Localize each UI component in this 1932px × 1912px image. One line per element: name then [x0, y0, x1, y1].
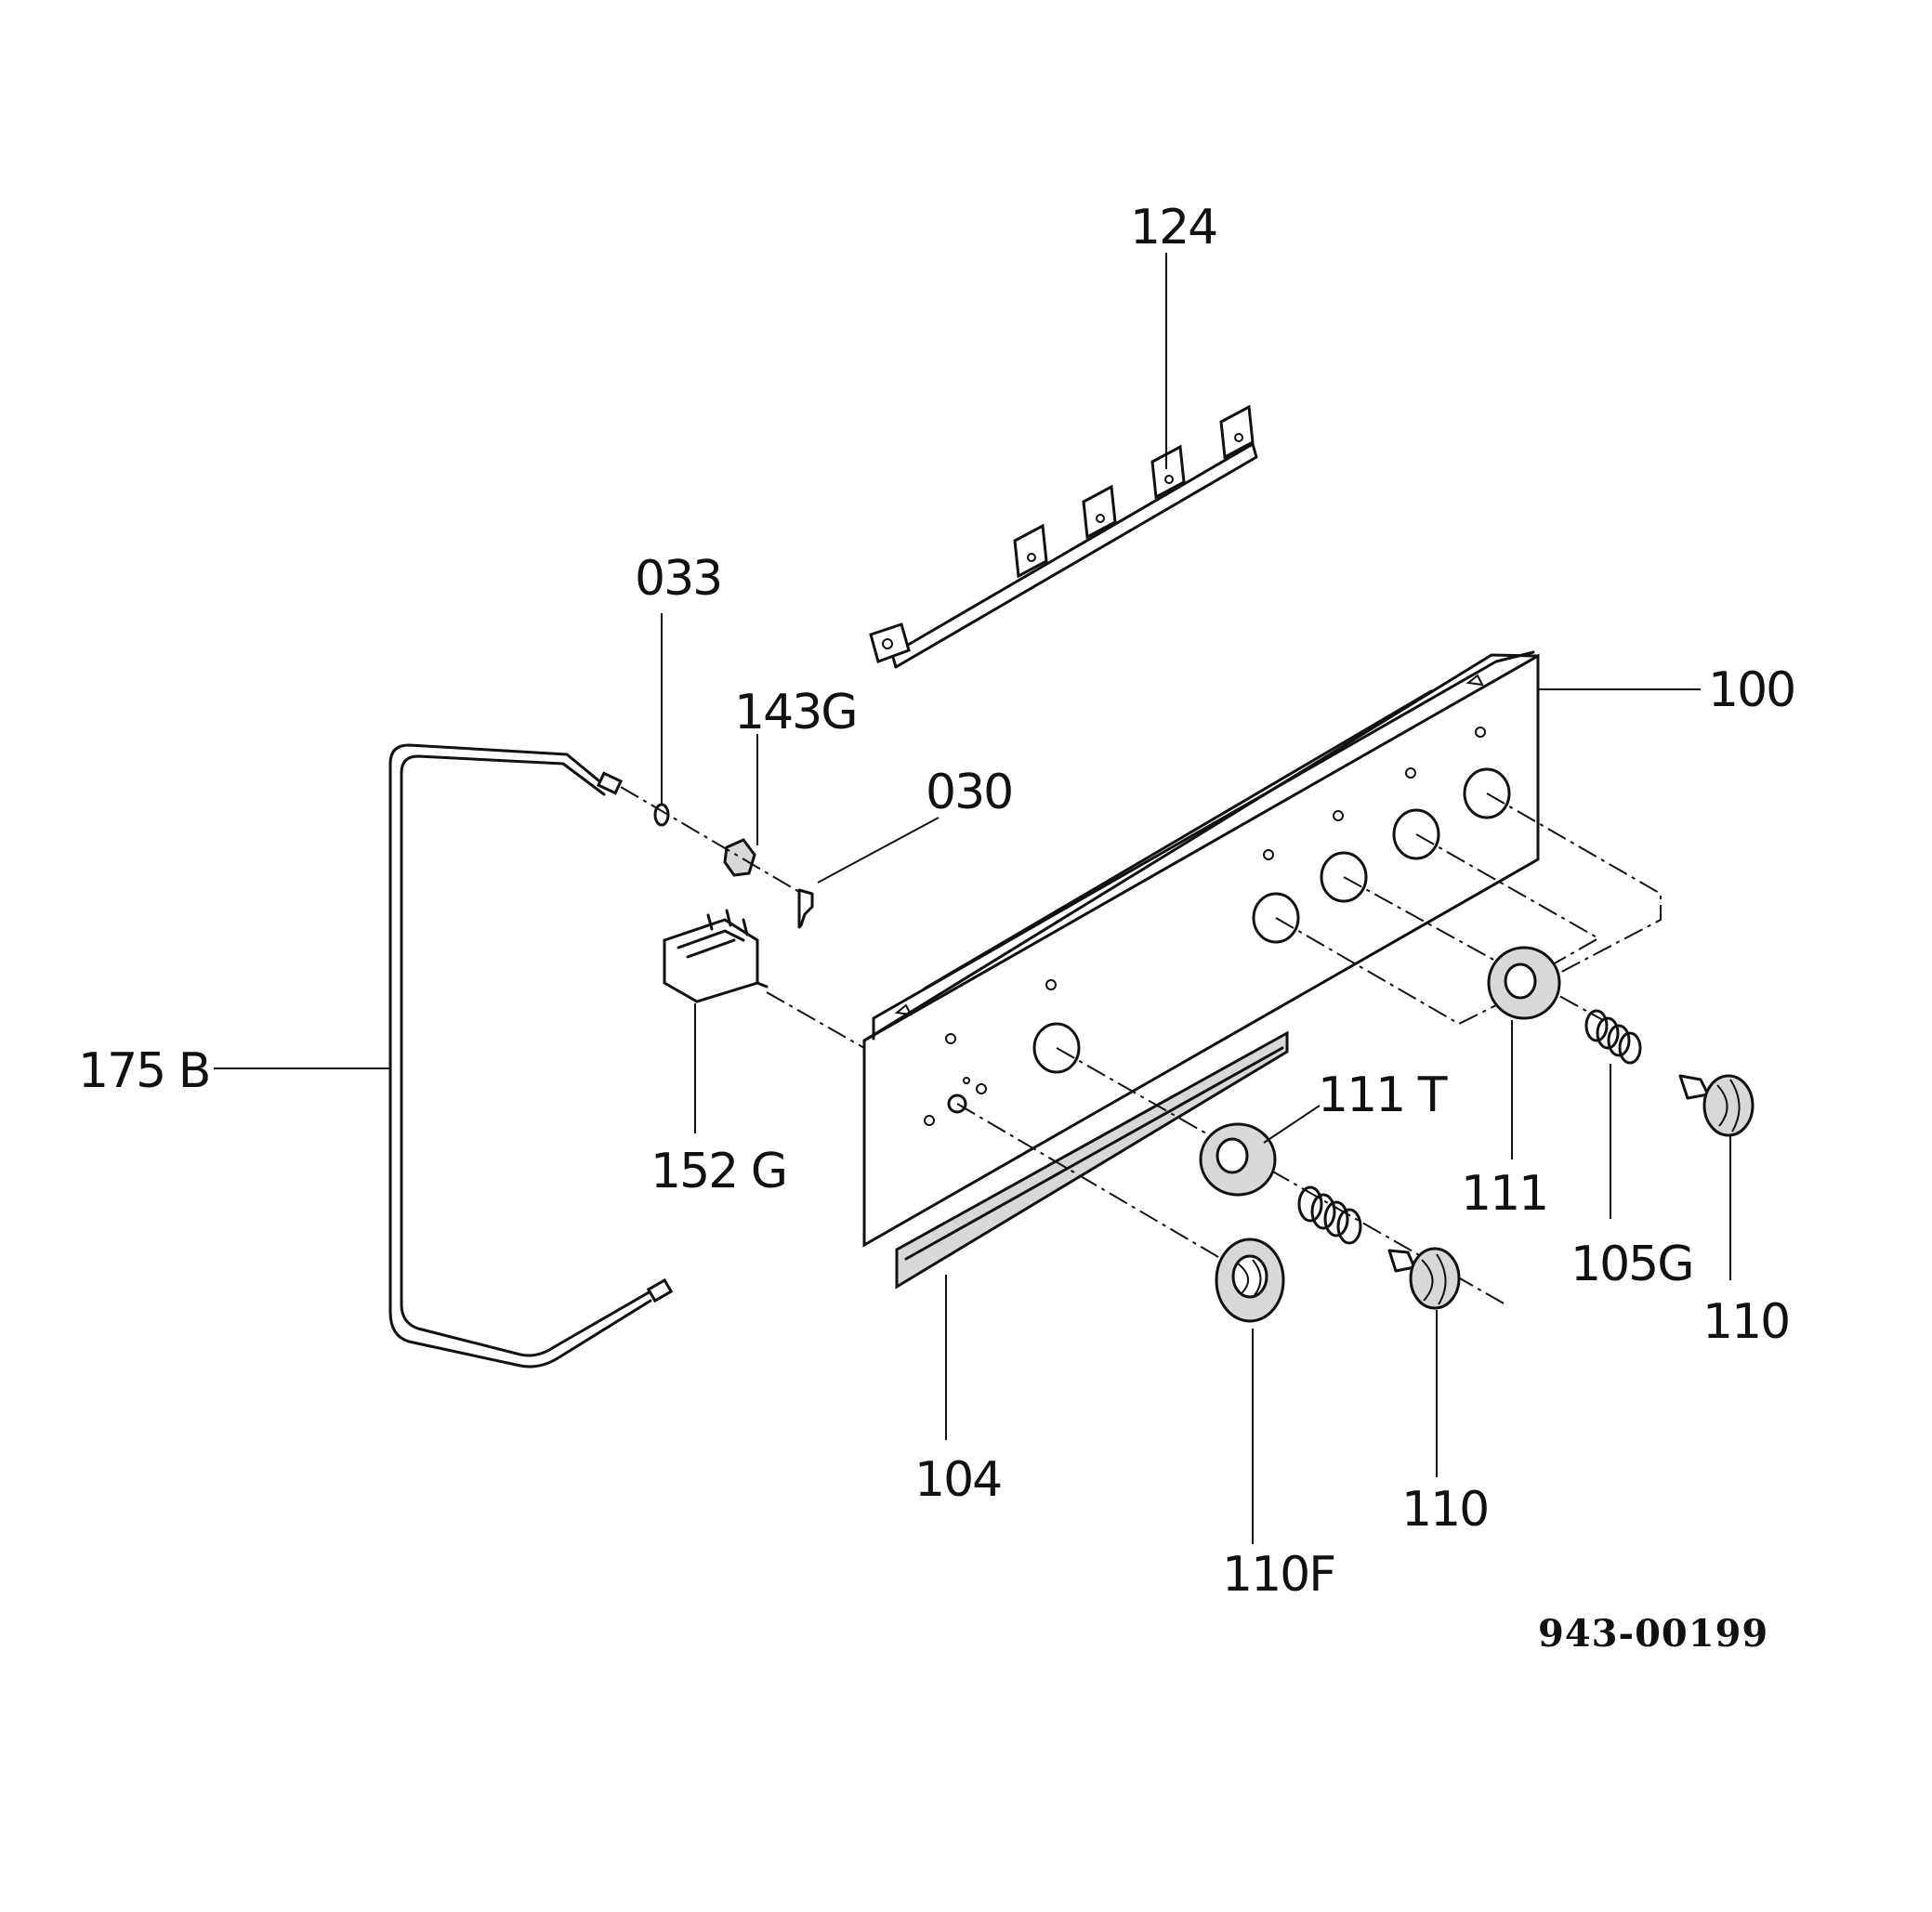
part-111-bezel	[1487, 946, 1561, 1159]
label-143G: 143G	[734, 685, 857, 740]
part-105G-spring	[1584, 1009, 1642, 1219]
label-111T: 111 T	[1318, 1067, 1448, 1123]
axis-033-030	[620, 786, 800, 893]
part-100-control-panel	[862, 650, 1701, 1248]
part-143G-clip	[723, 734, 758, 877]
part-152G-terminal-block	[663, 909, 865, 1133]
label-152G: 152 G	[651, 1144, 786, 1199]
label-033: 033	[635, 551, 721, 607]
part-labels: 124 033 143G 030 100 175 B 152 G 111 T 1…	[78, 200, 1796, 1603]
label-100: 100	[1708, 662, 1794, 718]
part-111T-bezel	[1199, 1105, 1321, 1197]
part-110-knob-right	[1678, 1074, 1755, 1280]
part-030-bracket	[797, 817, 940, 929]
label-110F: 110F	[1222, 1547, 1334, 1603]
label-110-right: 110	[1702, 1294, 1789, 1350]
label-175B: 175 B	[78, 1043, 209, 1099]
part-110F-knob	[1215, 1238, 1285, 1544]
part-110-knob-center	[1387, 1247, 1461, 1477]
label-111: 111	[1461, 1166, 1547, 1222]
label-124: 124	[1130, 200, 1216, 255]
label-104: 104	[914, 1452, 1001, 1508]
drawing-number: 943-00199	[1538, 1612, 1768, 1656]
label-110-center: 110	[1401, 1482, 1488, 1538]
part-175B-wire-loop	[214, 743, 674, 1369]
label-105G: 105G	[1571, 1237, 1693, 1292]
part-124-tabs	[1013, 404, 1255, 579]
part-033-o-ring	[653, 613, 670, 827]
part-105G-spring-front	[1297, 1185, 1362, 1245]
label-030: 030	[926, 765, 1012, 820]
part-124-bracket-strip	[869, 253, 1258, 669]
